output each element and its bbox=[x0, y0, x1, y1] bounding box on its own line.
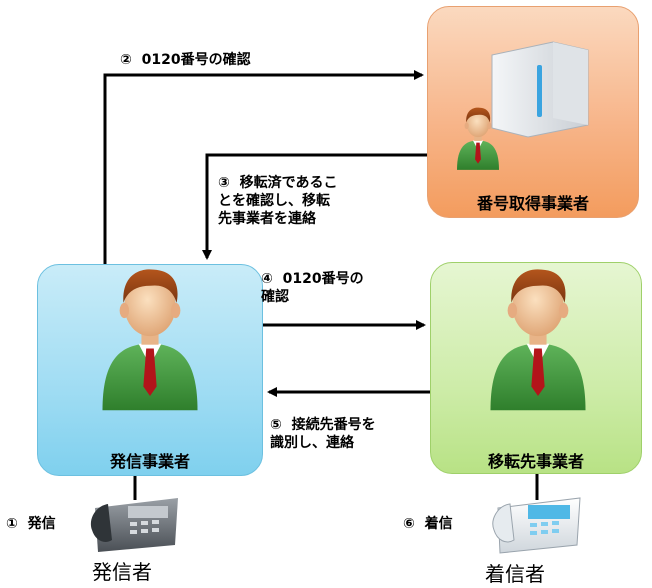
number-registry-operator-box: 番号取得事業者 bbox=[427, 6, 639, 218]
step4-label: ④ 0120番号の 確認 bbox=[261, 271, 364, 305]
origin-person-icon bbox=[102, 269, 198, 411]
callee-phone-icon bbox=[492, 497, 581, 554]
step3-label: ③ 移転済であるこ とを確認し、移転 先事業者を連絡 bbox=[218, 175, 338, 227]
arrow-step3 bbox=[202, 153, 427, 260]
caller-phone-icon bbox=[90, 498, 178, 552]
arrow-step2 bbox=[103, 70, 424, 264]
caller-label: 発信者 bbox=[92, 560, 152, 584]
destination-label: 移転先事業者 bbox=[487, 452, 584, 471]
origin-label: 発信事業者 bbox=[109, 452, 190, 471]
originating-operator-box: 発信事業者 bbox=[37, 264, 263, 476]
destination-person-icon bbox=[490, 269, 586, 411]
server-icon bbox=[491, 41, 589, 138]
registry-label: 番号取得事業者 bbox=[476, 194, 589, 213]
step1-label: ① 発信 bbox=[6, 516, 56, 532]
callee-label: 着信者 bbox=[485, 562, 545, 586]
step2-label: ② 0120番号の確認 bbox=[120, 52, 251, 68]
step6-label: ⑥ 着信 bbox=[403, 516, 453, 532]
step5-label: ⑤ 接続先番号を 識別し、連絡 bbox=[270, 417, 376, 451]
